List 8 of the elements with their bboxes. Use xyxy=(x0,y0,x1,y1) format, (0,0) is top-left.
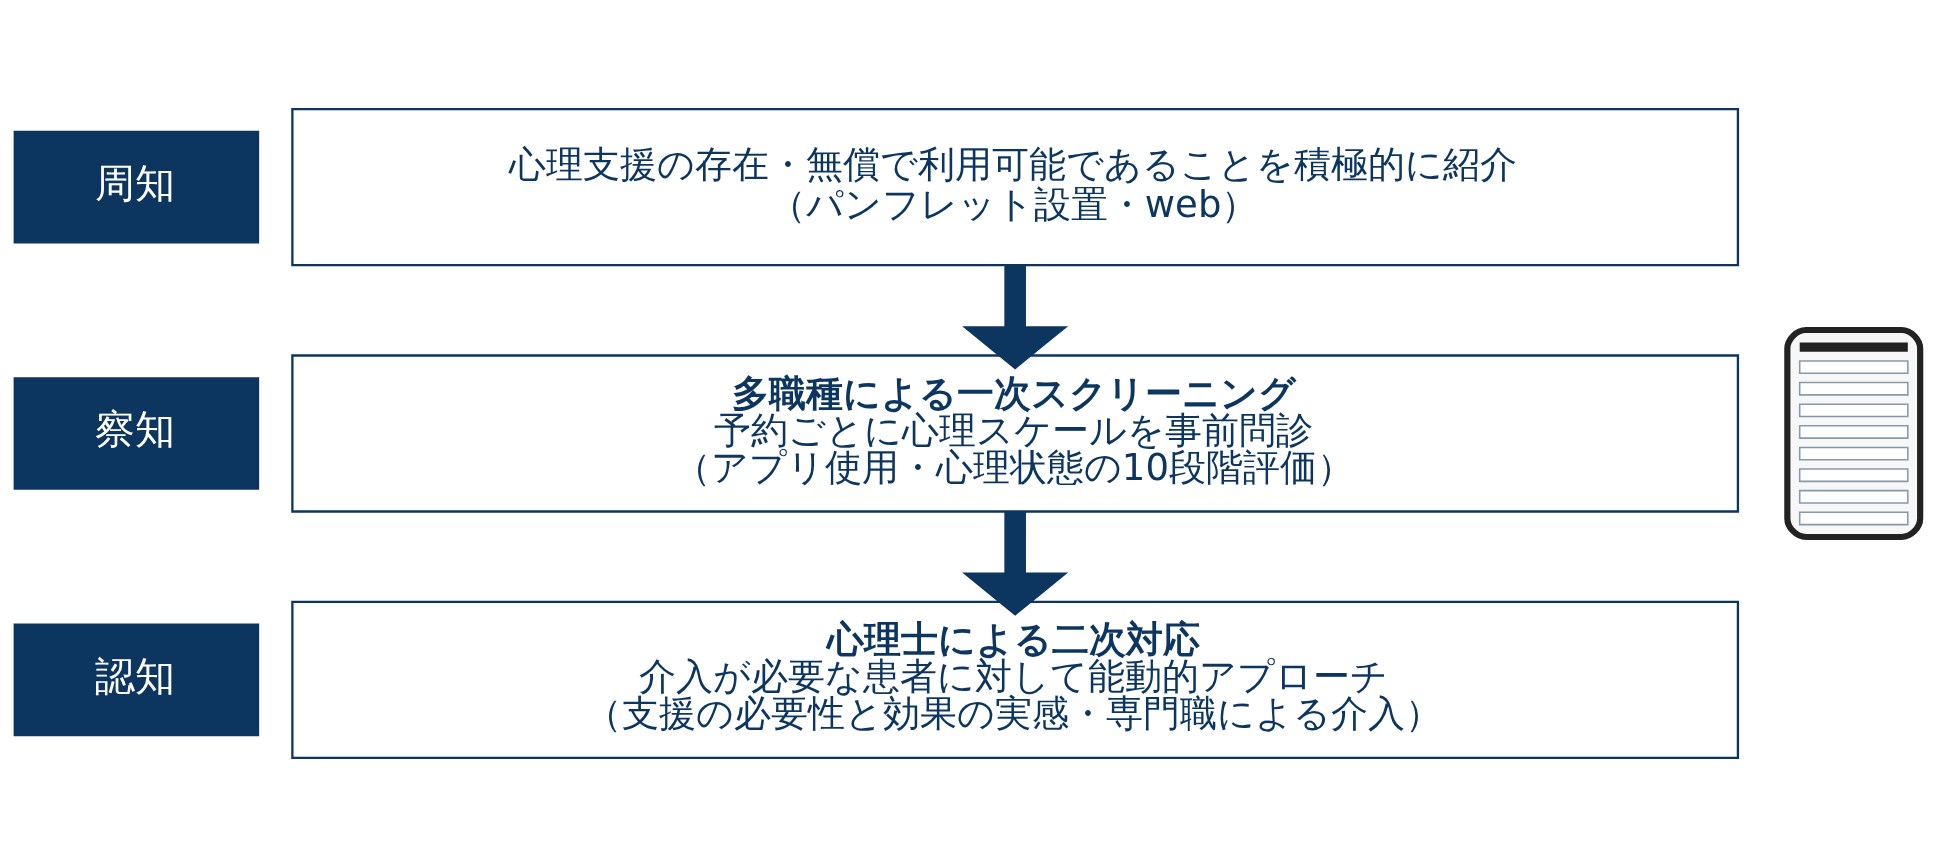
node-box: 心理支援の存在・無償で利用可能であることを積極的に紹介 （パンフレット設置・web） xyxy=(291,108,1740,267)
node-box: 認知 xyxy=(13,623,260,737)
arrow xyxy=(962,265,1069,370)
arrow xyxy=(962,512,1069,616)
node-box: 心理士による二次対応 介入が必要な患者に対して能動的アプローチ （支援の必要性と効果の実感・専門職による介入） xyxy=(291,600,1740,759)
node-box: 周知 xyxy=(13,130,260,244)
node-box: 多職種による一次スクリーニング 予約ごとに心理スケールを事前問診 （アプリ使用・心理状態の10段階評価） xyxy=(291,354,1740,513)
node-box: 察知 xyxy=(13,377,260,490)
